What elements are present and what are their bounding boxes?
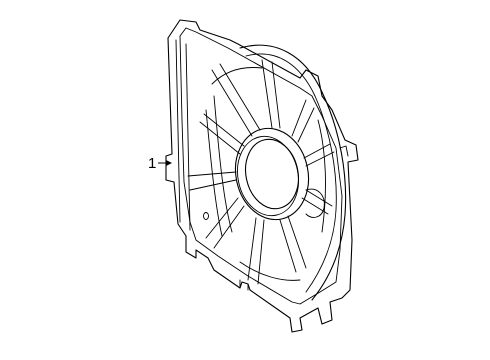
web-arc-left-2 bbox=[213, 95, 233, 233]
mount-hole bbox=[203, 212, 209, 220]
fan-shroud-assembly bbox=[165, 19, 359, 333]
spokes bbox=[187, 59, 335, 285]
hub-inner bbox=[244, 138, 300, 210]
web-arc-lower bbox=[239, 261, 301, 281]
shroud-frame-inner bbox=[179, 27, 343, 305]
left-rail bbox=[175, 39, 191, 231]
motor-bracket bbox=[305, 188, 325, 218]
callout-1: 1 bbox=[148, 155, 172, 172]
callout-label: 1 bbox=[148, 155, 156, 172]
shroud-frame-outer bbox=[165, 19, 359, 333]
hub-outer bbox=[234, 127, 310, 221]
web-arc-upper bbox=[211, 67, 263, 85]
mount-tab-bottom bbox=[239, 279, 249, 291]
web-arc-right bbox=[317, 119, 326, 233]
web-arc-left bbox=[205, 109, 223, 237]
callout-arrowhead bbox=[166, 160, 172, 166]
mount-tab-right bbox=[339, 145, 349, 157]
hub-rim bbox=[237, 135, 299, 217]
fan-ring-inner bbox=[245, 53, 337, 293]
